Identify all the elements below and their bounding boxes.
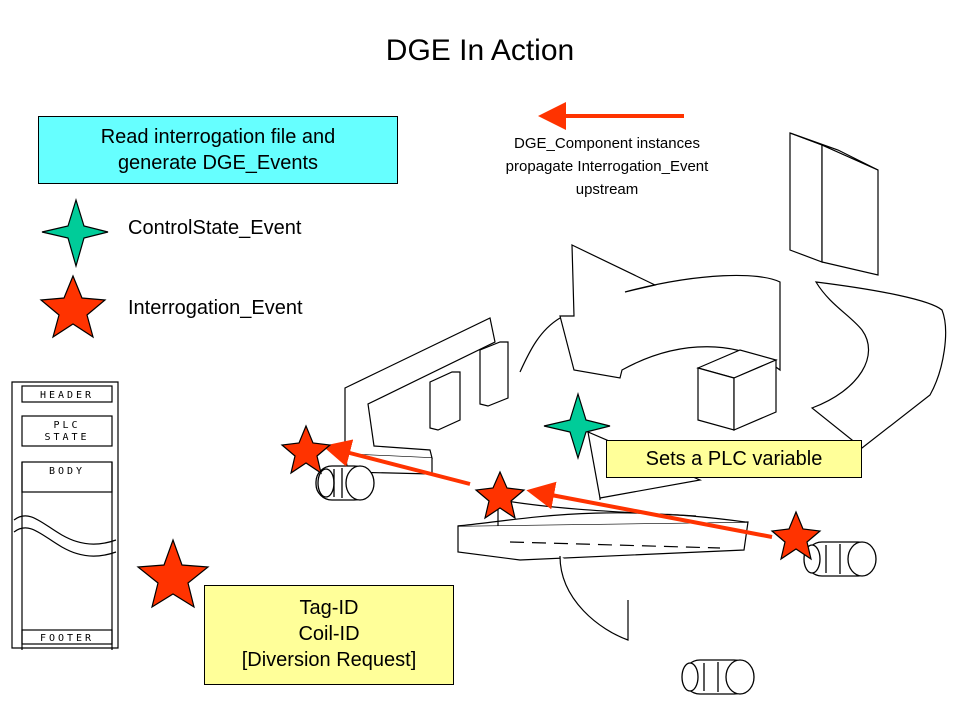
tag-box-line1: Tag-ID — [299, 597, 359, 619]
flow-arrow-icon — [526, 481, 773, 539]
record-state: STATE — [44, 432, 89, 443]
coil-icon — [681, 659, 755, 695]
read-box-line2: generate DGE_Events — [117, 152, 319, 174]
record-plc: PLC — [53, 420, 80, 431]
record-header: HEADER — [40, 390, 94, 401]
tag-box-line3: [Diversion Request] — [241, 649, 417, 671]
record-body: BODY — [49, 466, 85, 477]
interrogation-star-icon — [474, 470, 526, 520]
machine-block-icon — [789, 132, 879, 276]
interrogation-star-icon — [39, 274, 107, 339]
flow-arrow-icon — [322, 439, 471, 486]
page-title: DGE In Action — [385, 34, 575, 67]
record-file-icon — [11, 381, 119, 650]
plc-box-label: Sets a PLC variable — [645, 448, 823, 470]
interrogation-star-icon — [136, 538, 210, 609]
record-footer: FOOTER — [40, 633, 94, 644]
small-cube-icon — [696, 349, 778, 431]
legend-control-state: ControlState_Event — [128, 217, 302, 239]
upstream-note: DGE_Component instances propagate Interr… — [466, 132, 748, 201]
interrogation-star-icon — [770, 510, 822, 561]
read-interrogation-box: Read interrogation file and generate DGE… — [38, 116, 398, 184]
control-state-star-icon — [543, 391, 611, 461]
plc-variable-box: Sets a PLC variable — [606, 440, 862, 478]
control-cabinet-icon — [344, 317, 509, 475]
control-state-star-icon — [41, 197, 109, 269]
interrogation-star-icon — [280, 424, 332, 475]
note-line2: propagate Interrogation_Event — [505, 158, 709, 175]
tag-box-line2: Coil-ID — [298, 623, 360, 645]
tag-info-box: Tag-ID Coil-ID [Diversion Request] — [204, 585, 454, 685]
note-line3: upstream — [575, 181, 639, 198]
note-line1: DGE_Component instances — [514, 135, 700, 152]
coil-icon — [803, 541, 877, 577]
chute-icon — [810, 281, 947, 449]
coil-icon — [315, 465, 375, 501]
read-box-line1: Read interrogation file and — [100, 126, 336, 148]
legend-interrogation: Interrogation_Event — [128, 297, 303, 319]
